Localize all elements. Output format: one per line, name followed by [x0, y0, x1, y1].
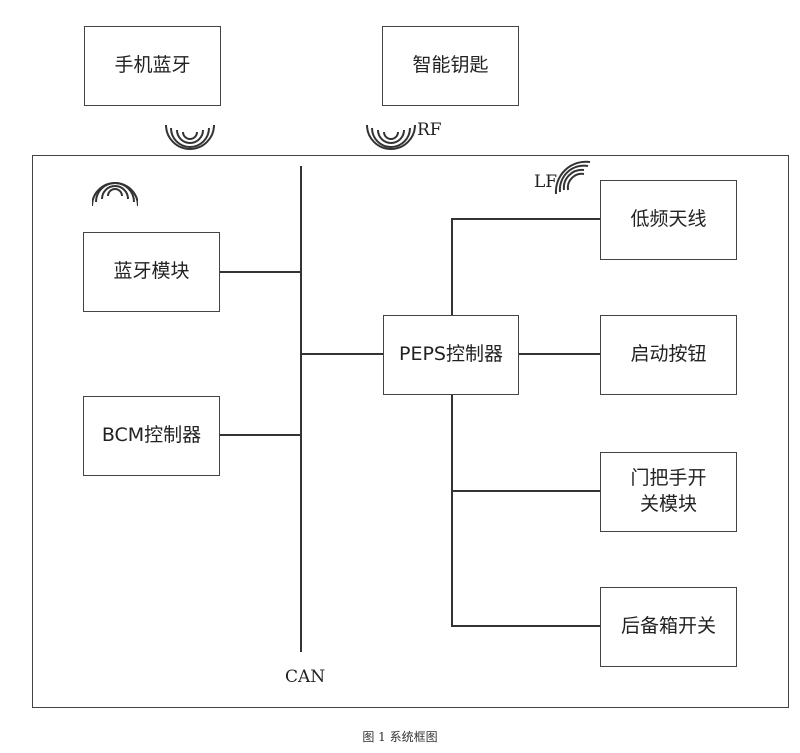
- can-label: CAN: [285, 667, 326, 687]
- rf-wave-icon: [366, 112, 416, 152]
- can-bus-line: [300, 166, 302, 652]
- lf-antenna-label: 低频天线: [630, 208, 707, 231]
- rf-label: RF: [417, 120, 442, 140]
- lf-antenna-box: 低频天线: [600, 180, 737, 260]
- trunk-switch-label: 后备箱开关: [620, 615, 716, 638]
- peps-lf-vertical: [451, 218, 453, 315]
- peps-start-connector: [519, 353, 600, 355]
- smart-key-box: 智能钥匙: [382, 26, 519, 106]
- peps-door-connector: [451, 490, 600, 492]
- bluetooth-wave-icon: [92, 180, 138, 216]
- start-button-label: 启动按钮: [630, 343, 707, 366]
- lf-wave-icon: [554, 160, 592, 198]
- peps-controller-box: PEPS控制器: [383, 315, 519, 395]
- phone-bluetooth-box: 手机蓝牙: [84, 26, 221, 106]
- peps-trunk-connector: [451, 625, 600, 627]
- smart-key-label: 智能钥匙: [412, 54, 489, 77]
- peps-lf-horizontal: [451, 218, 600, 220]
- bcm-can-connector: [220, 434, 301, 436]
- can-peps-connector: [301, 353, 383, 355]
- trunk-switch-box: 后备箱开关: [600, 587, 737, 667]
- bcm-controller-box: BCM控制器: [83, 396, 220, 476]
- door-handle-switch-label: 门把手开关模块: [630, 467, 707, 515]
- wireless-wave-icon: [165, 112, 215, 152]
- lf-label: LF: [534, 172, 558, 192]
- door-handle-switch-box: 门把手开关模块: [600, 452, 737, 532]
- bluetooth-module-label: 蓝牙模块: [113, 260, 190, 283]
- peps-controller-label: PEPS控制器: [399, 343, 503, 366]
- bluetooth-can-connector: [220, 271, 301, 273]
- figure-caption: 图 1 系统框图: [362, 730, 438, 744]
- bluetooth-module-box: 蓝牙模块: [83, 232, 220, 312]
- bcm-controller-label: BCM控制器: [101, 424, 202, 447]
- phone-bluetooth-label: 手机蓝牙: [114, 54, 191, 77]
- system-frame: [32, 155, 789, 708]
- start-button-box: 启动按钮: [600, 315, 737, 395]
- peps-lower-vertical: [451, 395, 453, 626]
